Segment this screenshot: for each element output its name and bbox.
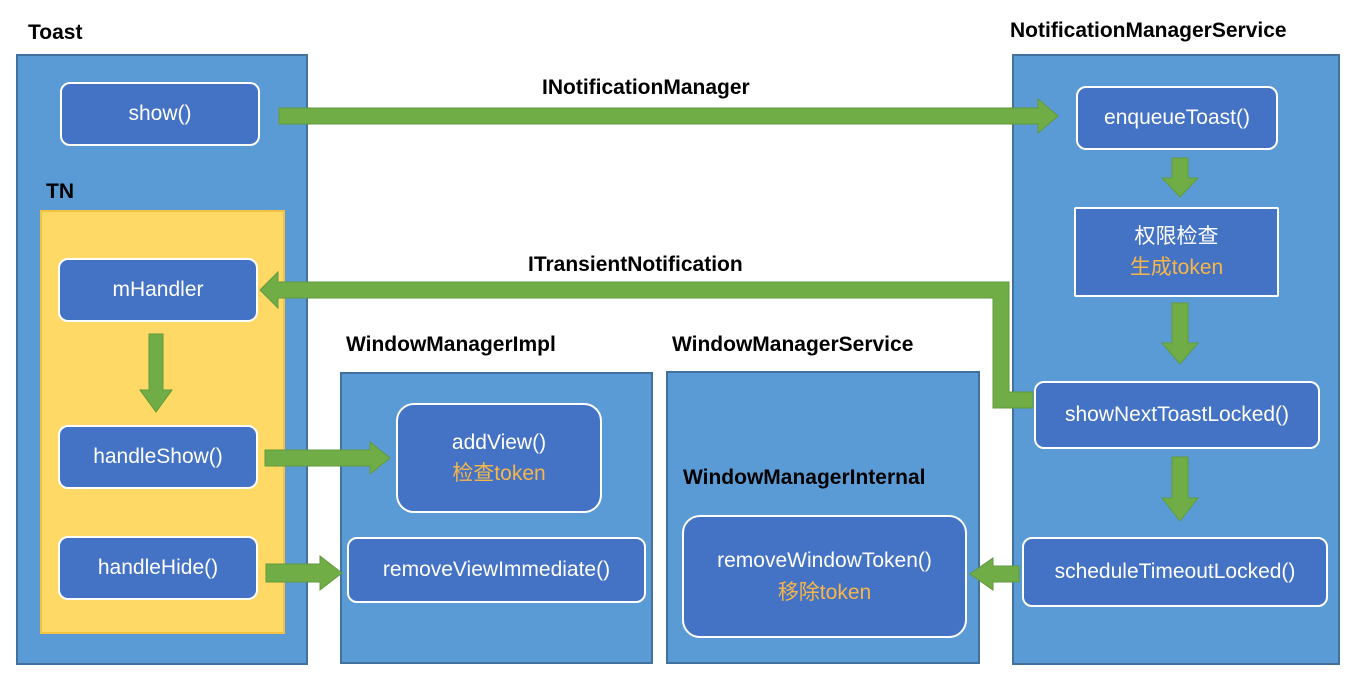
remove-token-label: removeWindowToken() bbox=[717, 549, 932, 572]
arrow-show-to-enqueue bbox=[278, 97, 1059, 135]
handle-hide-box[interactable]: handleHide() bbox=[58, 536, 258, 600]
handle-show-box[interactable]: handleShow() bbox=[58, 425, 258, 489]
enqueue-label: enqueueToast() bbox=[1104, 106, 1250, 130]
add-view-box[interactable]: addView() 检查token bbox=[396, 403, 602, 513]
tn-title: TN bbox=[46, 180, 74, 203]
add-view-label: addView() bbox=[451, 430, 547, 454]
mhandler-label: mHandler bbox=[112, 278, 204, 302]
enqueue-box[interactable]: enqueueToast() bbox=[1076, 86, 1278, 150]
permission-box[interactable]: 权限检查 生成token bbox=[1074, 207, 1279, 297]
remove-token-box[interactable]: removeWindowToken() 移除token bbox=[682, 515, 967, 638]
show-next-label: showNextToastLocked() bbox=[1064, 403, 1290, 427]
wms-title: WindowManagerService bbox=[672, 333, 914, 356]
wm-internal-title: WindowManagerInternal bbox=[683, 466, 926, 489]
inotification-manager-label: INotificationManager bbox=[542, 76, 750, 99]
wmi-title: WindowManagerImpl bbox=[346, 333, 556, 356]
mhandler-box[interactable]: mHandler bbox=[58, 258, 258, 322]
toast-title: Toast bbox=[28, 21, 83, 44]
show-next-box[interactable]: showNextToastLocked() bbox=[1034, 381, 1320, 449]
handle-show-label: handleShow() bbox=[93, 445, 223, 469]
itransient-notification-label: ITransientNotification bbox=[528, 253, 743, 276]
show-label: show() bbox=[128, 102, 192, 126]
remove-view-label: removeViewImmediate() bbox=[382, 558, 611, 582]
handle-hide-label: handleHide() bbox=[97, 556, 219, 580]
nms-title: NotificationManagerService bbox=[1010, 19, 1287, 42]
remove-token-note: 移除token bbox=[777, 580, 872, 604]
show-box[interactable]: show() bbox=[60, 82, 260, 146]
schedule-label: scheduleTimeoutLocked() bbox=[1054, 560, 1296, 584]
add-view-note: 检查token bbox=[452, 462, 546, 485]
schedule-box[interactable]: scheduleTimeoutLocked() bbox=[1022, 537, 1328, 607]
permission-note: 生成token bbox=[1129, 256, 1224, 279]
remove-view-box[interactable]: removeViewImmediate() bbox=[347, 537, 646, 603]
permission-label: 权限检查 bbox=[1134, 224, 1219, 248]
